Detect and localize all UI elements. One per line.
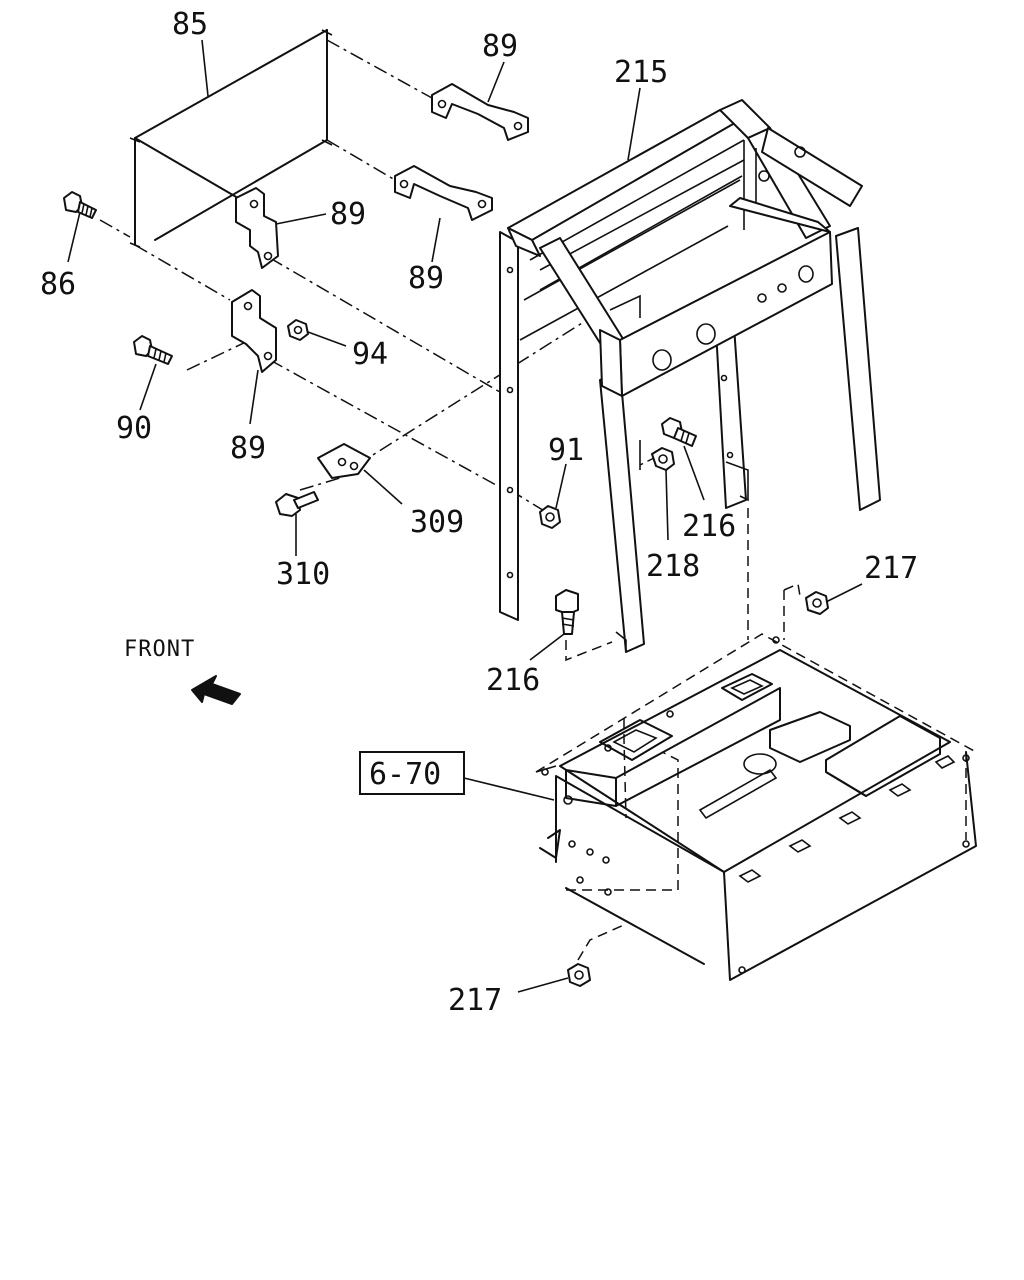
leader-lines bbox=[67, 39, 863, 993]
label-217-lower: 217 bbox=[448, 983, 502, 1018]
front-indicator: FRONT bbox=[124, 637, 241, 705]
bracket-89-top-right bbox=[431, 83, 529, 141]
bracket-89-middle-left bbox=[235, 187, 279, 269]
plate-309 bbox=[317, 443, 371, 479]
label-216-upper: 216 bbox=[682, 509, 736, 544]
bolt-216-lower bbox=[555, 589, 579, 635]
nut-217-lower bbox=[567, 963, 591, 987]
label-310: 310 bbox=[276, 557, 330, 592]
reference-label: 6-70 bbox=[369, 757, 441, 792]
bolt-310 bbox=[275, 491, 319, 517]
label-218: 218 bbox=[646, 549, 700, 584]
part-labels: 85 89 215 89 86 89 94 90 89 91 309 216 2… bbox=[40, 7, 918, 1018]
nut-94 bbox=[287, 319, 309, 341]
label-216-lower: 216 bbox=[486, 663, 540, 698]
front-label: FRONT bbox=[124, 637, 195, 662]
label-86: 86 bbox=[40, 267, 76, 302]
frame-215 bbox=[499, 99, 881, 653]
nut-91 bbox=[539, 505, 561, 529]
bolt-86 bbox=[63, 191, 97, 219]
battery-box-outline bbox=[129, 29, 333, 248]
nut-218 bbox=[651, 447, 675, 471]
reference-box: 6-70 bbox=[359, 751, 555, 801]
label-215: 215 bbox=[614, 55, 668, 90]
bolt-90 bbox=[133, 335, 173, 365]
bracket-89-middle-right bbox=[394, 165, 493, 221]
label-309: 309 bbox=[410, 505, 464, 540]
label-89-middle: 89 bbox=[330, 197, 366, 232]
label-94: 94 bbox=[352, 337, 388, 372]
label-90: 90 bbox=[116, 411, 152, 446]
nut-217-upper bbox=[805, 591, 829, 615]
label-89-lower: 89 bbox=[230, 431, 266, 466]
label-89-right: 89 bbox=[408, 261, 444, 296]
label-91: 91 bbox=[548, 433, 584, 468]
bracket-89-lower-left bbox=[231, 289, 277, 373]
label-89-top: 89 bbox=[482, 29, 518, 64]
label-217-upper: 217 bbox=[864, 551, 918, 586]
label-85: 85 bbox=[172, 7, 208, 42]
bolt-216-upper bbox=[661, 417, 697, 447]
tray-6-70 bbox=[535, 508, 977, 981]
